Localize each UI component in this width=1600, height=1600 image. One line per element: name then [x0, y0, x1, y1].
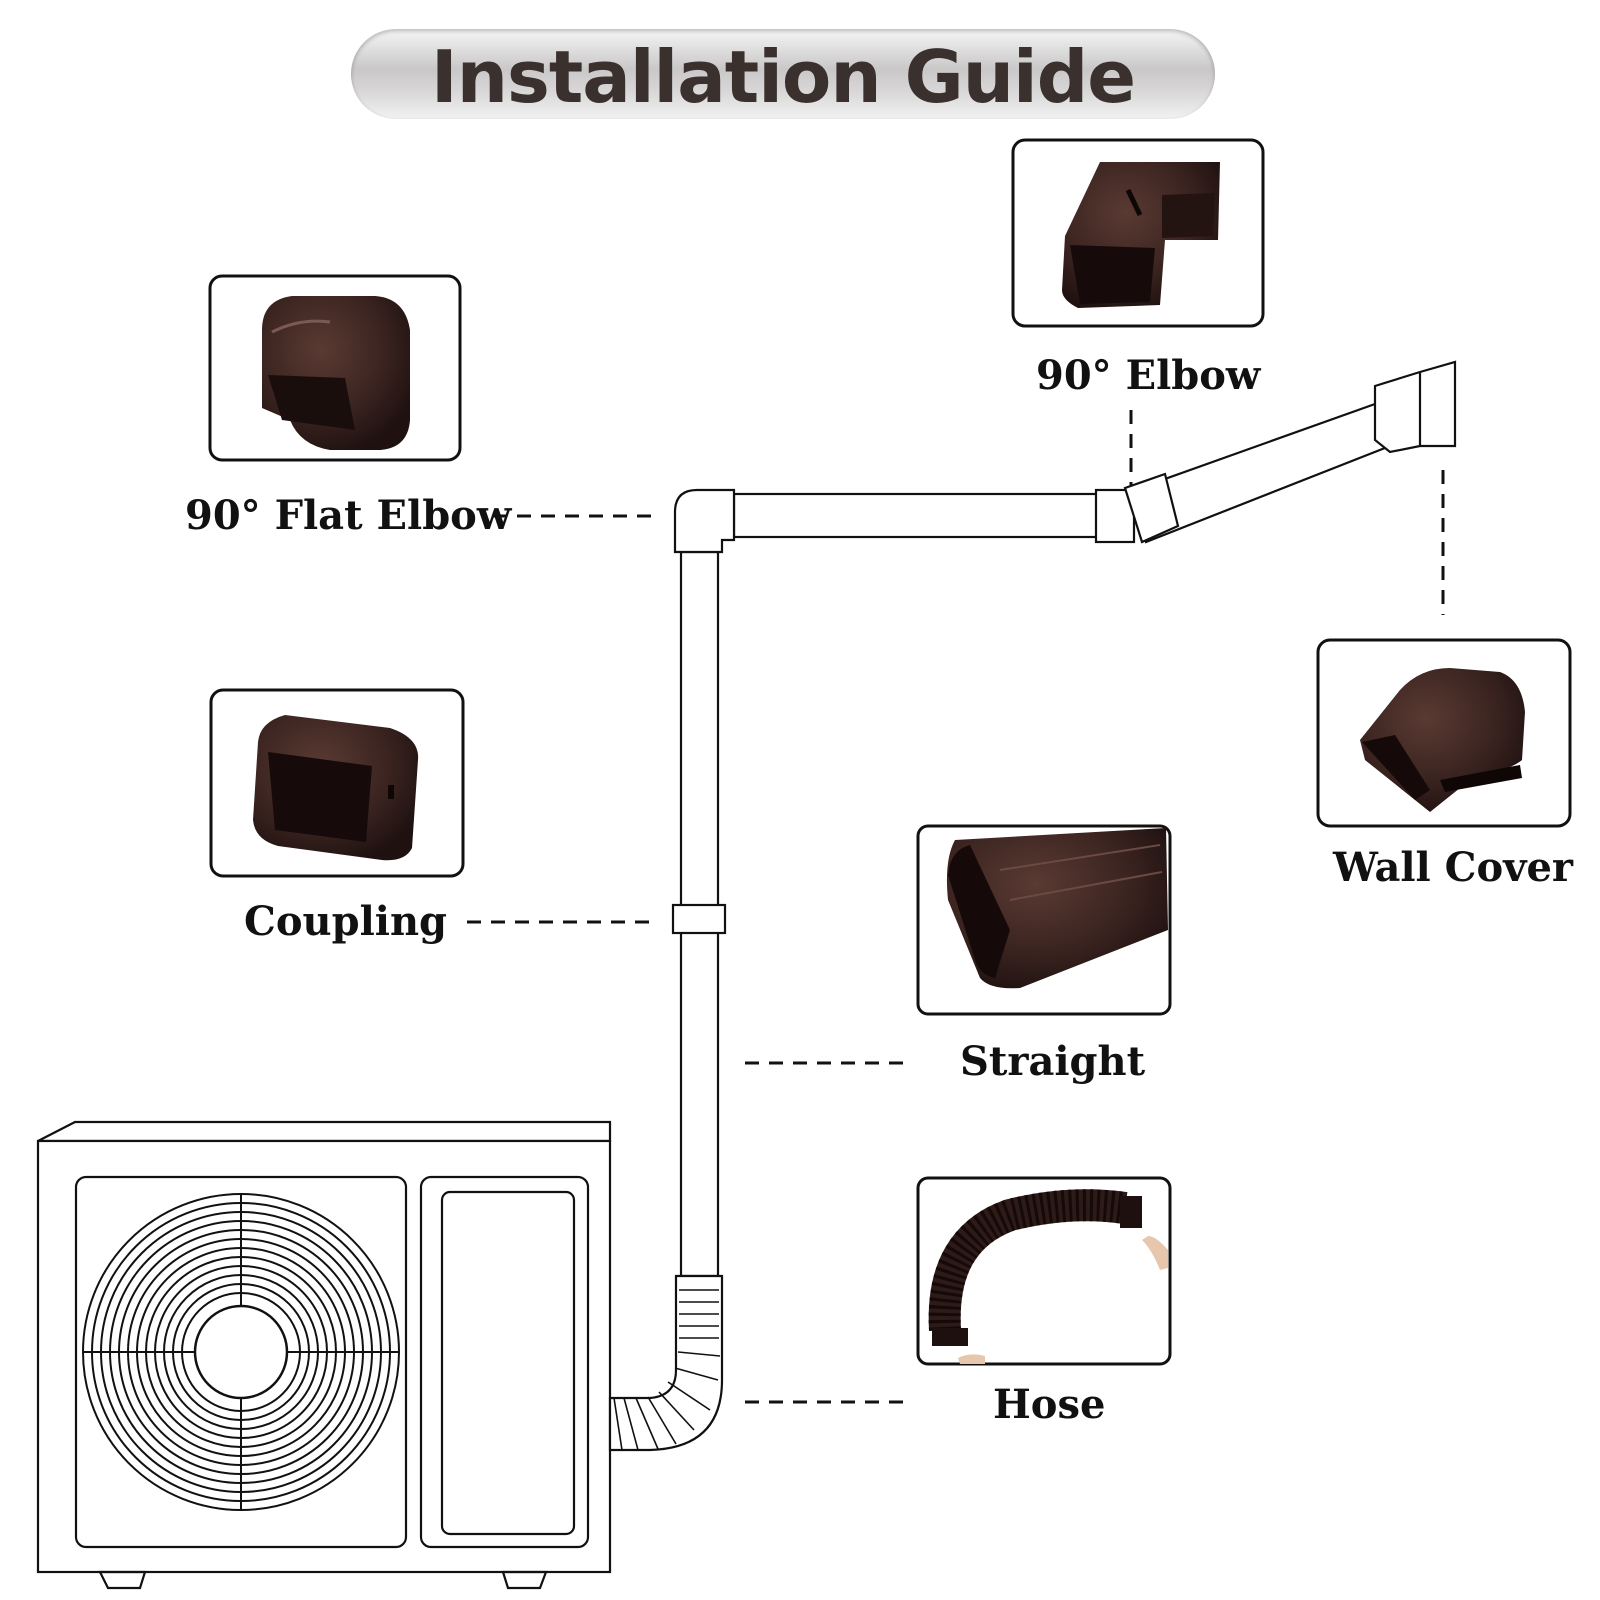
- label-hose: Hose: [993, 1381, 1106, 1428]
- label-coupling: Coupling: [244, 898, 448, 945]
- hose-photo: [916, 1176, 1172, 1366]
- label-flat-elbow: 90° Flat Elbow: [185, 492, 512, 539]
- label-wall-cover: Wall Cover: [1333, 844, 1573, 891]
- title-banner: Installation Guide: [351, 29, 1215, 119]
- flat-elbow-photo: [208, 274, 462, 462]
- elbow-photo: [1011, 138, 1265, 328]
- leader-lines: [467, 410, 1445, 1404]
- hose-ribs: [613, 1289, 721, 1451]
- wall-cover-photo: [1316, 638, 1572, 828]
- coupling-photo: [209, 688, 465, 878]
- straight-photo: [916, 824, 1172, 1016]
- outdoor-ac-unit: [36, 1120, 612, 1590]
- duct-line-set: [608, 360, 1457, 1452]
- label-straight: Straight: [960, 1038, 1146, 1085]
- label-elbow: 90° Elbow: [1036, 352, 1261, 399]
- page-title: Installation Guide: [430, 35, 1136, 119]
- fan-grille: [82, 1193, 400, 1511]
